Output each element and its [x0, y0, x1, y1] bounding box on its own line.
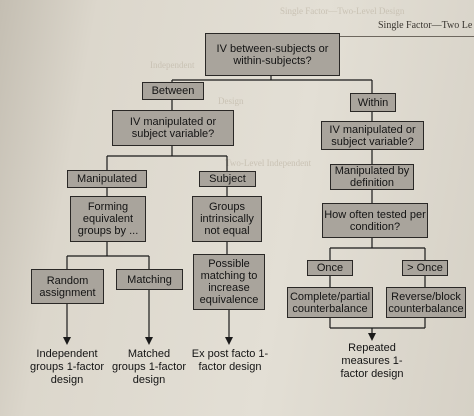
- manipulated-box: Manipulated: [67, 170, 147, 188]
- outcome-ex-post-facto: Ex post facto 1-factor design: [191, 348, 269, 373]
- how-often-box: How often tested per condition?: [322, 203, 428, 238]
- groups-not-equal-text: Groups intrinsically not equal: [200, 201, 254, 237]
- bleed-text-4: Single Factor—Two-Level Design: [280, 6, 405, 16]
- manipulated-text: Manipulated: [77, 173, 137, 185]
- running-head: Single Factor—Two Le: [378, 20, 473, 31]
- matching-text: Matching: [127, 273, 172, 286]
- within-text: Within: [357, 96, 389, 109]
- between-question-box: IV manipulated or subject variable?: [112, 110, 234, 146]
- subject-text: Subject: [209, 173, 246, 185]
- within-box: Within: [350, 93, 396, 112]
- bleed-text-3: Two-Level Independent: [225, 158, 312, 168]
- between-text: Between: [151, 85, 195, 97]
- between-box: Between: [142, 82, 204, 100]
- outcome-matched: Matched groups 1-factor design: [112, 348, 186, 386]
- forming-groups-box: Forming equivalent groups by ...: [70, 196, 146, 242]
- random-assignment-text: Random assignment: [39, 274, 96, 299]
- within-question-box: IV manipulated or subject variable?: [321, 121, 424, 150]
- possible-matching-box: Possible matching to increase equivalenc…: [193, 254, 265, 310]
- outcome-repeated: Repeated measures 1-factor design: [340, 342, 404, 380]
- once-box: Once: [307, 260, 353, 276]
- possible-matching-text: Possible matching to increase equivalenc…: [199, 258, 259, 306]
- outcome-independent: Independent groups 1-factor design: [30, 348, 104, 386]
- bleed-text-1: Design: [218, 96, 244, 106]
- forming-groups-text: Forming equivalent groups by ...: [77, 201, 139, 237]
- complete-partial-text: Complete/partial counterbalance: [289, 290, 371, 315]
- groups-not-equal-box: Groups intrinsically not equal: [192, 196, 262, 242]
- how-often-text: How often tested per condition?: [324, 208, 426, 233]
- once-text: Once: [316, 262, 344, 274]
- random-assignment-box: Random assignment: [31, 269, 104, 304]
- manipulated-by-definition-text: Manipulated by definition: [334, 165, 410, 189]
- between-question-text: IV manipulated or subject variable?: [129, 116, 217, 140]
- subject-box: Subject: [199, 171, 256, 187]
- complete-partial-box: Complete/partial counterbalance: [287, 287, 373, 318]
- root-question-text: IV between-subjects or within-subjects?: [216, 42, 329, 67]
- bleed-text-2: Independent: [150, 60, 195, 70]
- root-question-box: IV between-subjects or within-subjects?: [205, 33, 340, 76]
- matching-box: Matching: [116, 269, 183, 290]
- header-rule: [220, 36, 474, 37]
- manipulated-by-definition-box: Manipulated by definition: [330, 164, 414, 190]
- within-question-text: IV manipulated or subject variable?: [329, 123, 416, 148]
- more-than-once-box: > Once: [402, 260, 448, 276]
- more-than-once-text: > Once: [407, 262, 443, 274]
- reverse-block-text: Reverse/block counterbalance: [388, 290, 464, 315]
- reverse-block-box: Reverse/block counterbalance: [386, 287, 466, 318]
